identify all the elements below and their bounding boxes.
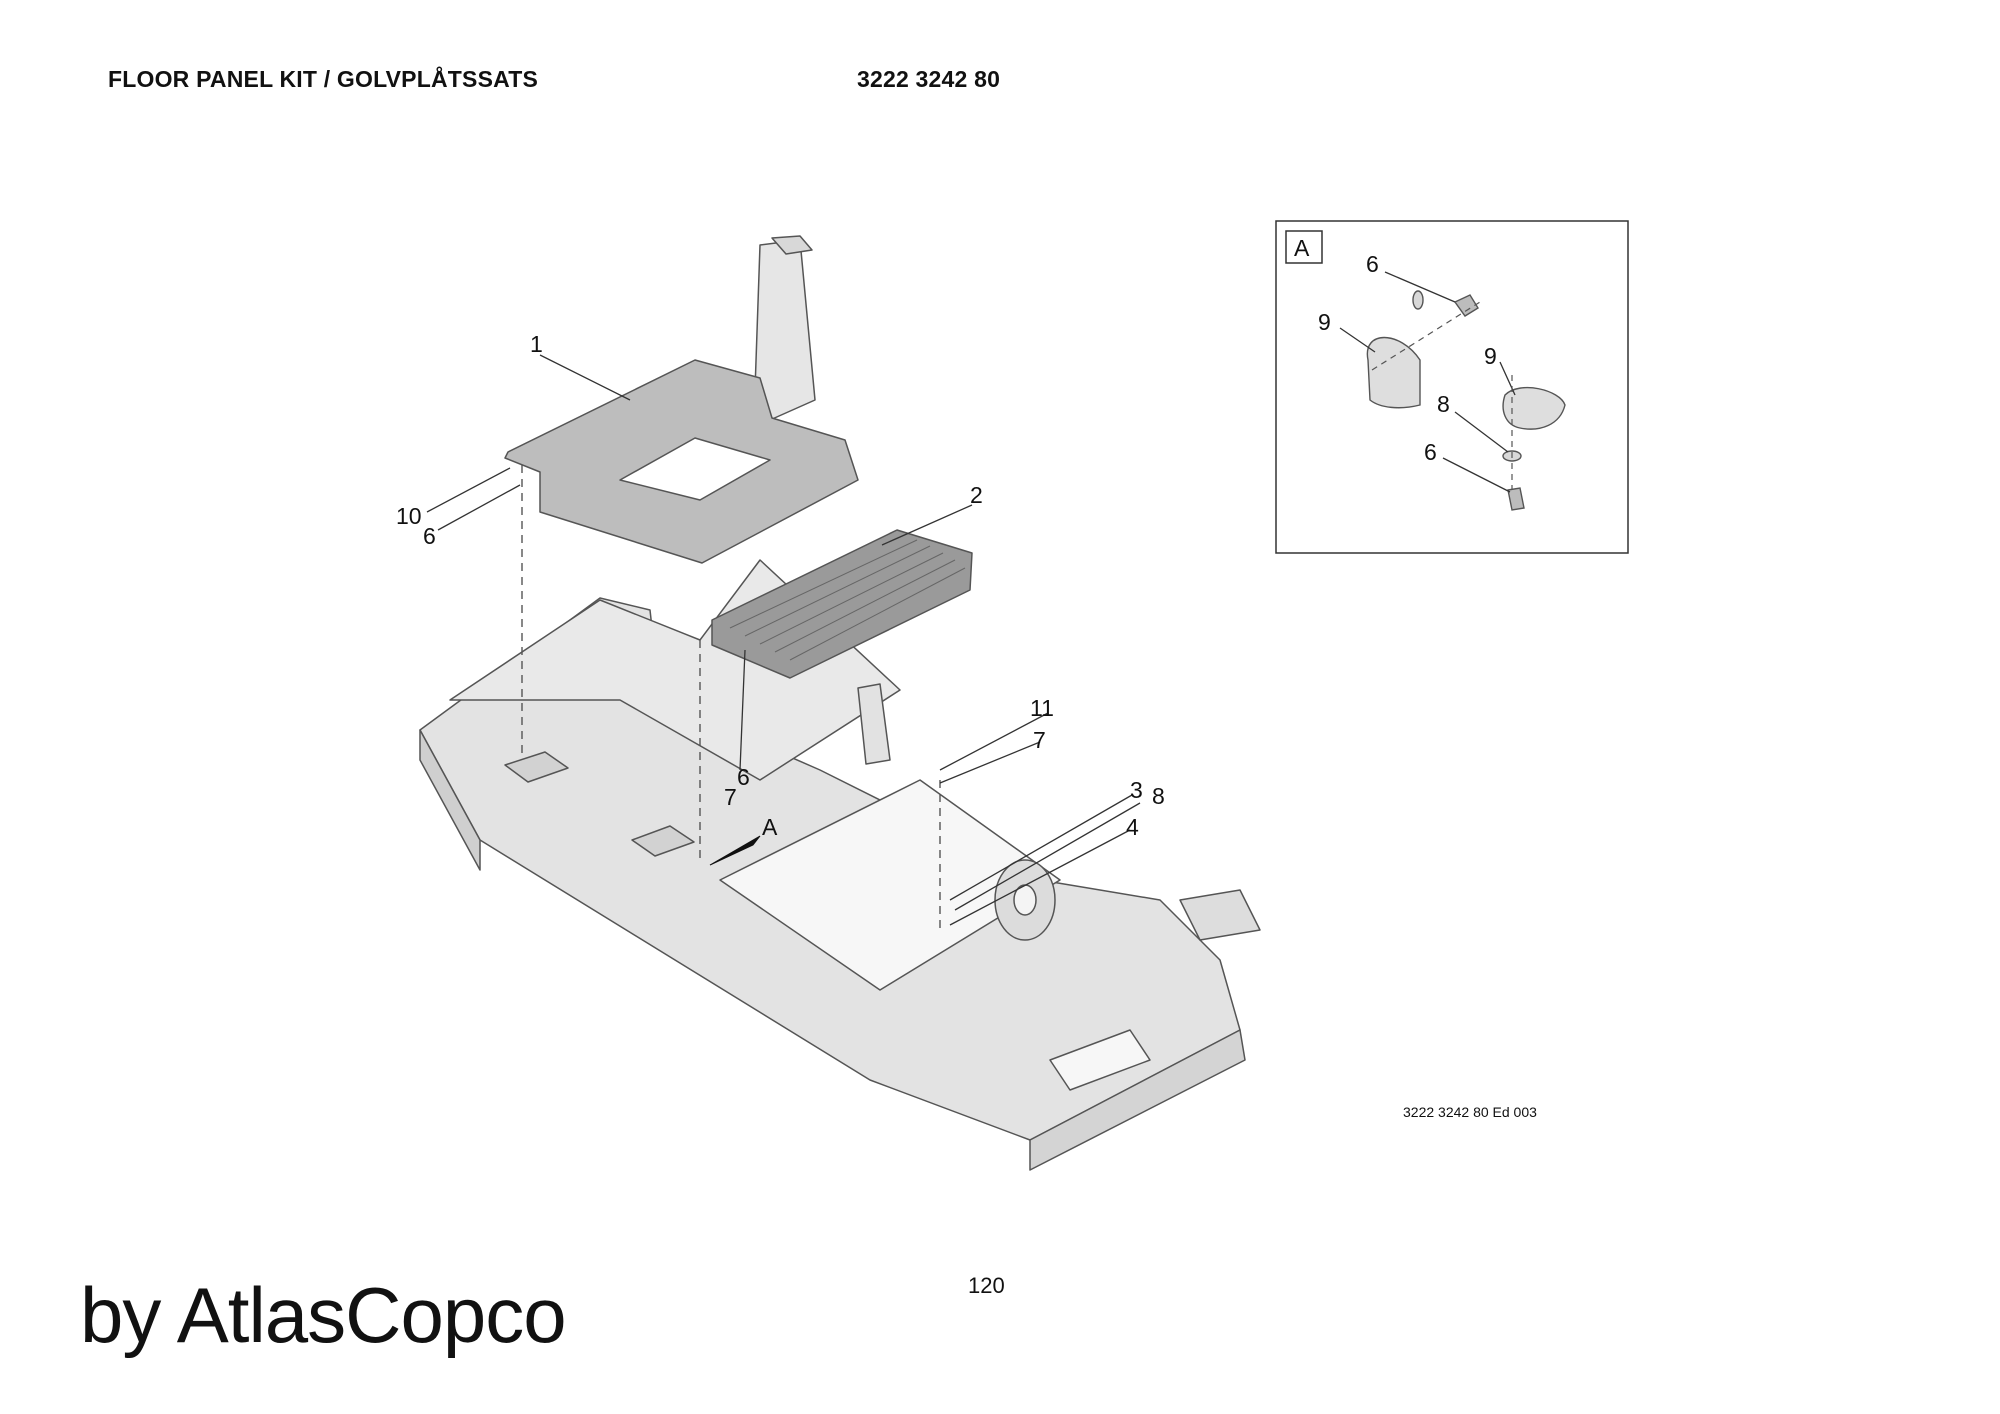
mounting-pad-center [631,825,695,857]
callout-7-right: 7 [1033,727,1046,753]
view-marker-a: A [762,814,778,840]
callout-6-upper: 6 [423,523,436,549]
detail-label-a: A [1294,235,1310,261]
floor-panel-2 [711,529,973,679]
front-post [857,683,891,765]
panel-1-opening [619,437,771,501]
washer-upper [1412,290,1424,310]
detail-callout-6-lower: 6 [1424,439,1437,465]
clamp-right [1502,386,1566,430]
callout-4: 4 [1126,814,1139,840]
inner-cutout [719,779,1061,991]
detail-callout-8: 8 [1437,391,1450,417]
bolt-upper [1453,294,1479,317]
post-cap [771,235,813,255]
detail-callout-9-left: 9 [1318,309,1331,335]
callout-6-center: 6 [737,764,750,790]
detail-callout-6-upper: 6 [1366,251,1379,277]
mounting-pad-left [504,751,569,783]
frame-front-side [1029,1029,1246,1171]
edition-label: 3222 3242 80 Ed 003 [1403,1104,1537,1120]
callout-1: 1 [530,331,543,357]
callout-2: 2 [970,482,983,508]
page-number: 120 [968,1273,1005,1298]
brand-text: by AtlasCopco [80,1271,567,1359]
frame-left-side [419,729,481,871]
clamp-left [1366,336,1421,409]
callout-3: 3 [1130,777,1143,803]
detail-callout-9-right: 9 [1484,343,1497,369]
front-lug [1179,889,1261,941]
bottom-guard [1049,1029,1151,1091]
view-arrow-a [709,835,761,866]
part-number: 3222 3242 80 [857,66,1001,92]
callout-11: 11 [1030,695,1054,721]
callout-7-center: 7 [724,784,737,810]
callout-10: 10 [396,503,422,529]
bolt-lower [1507,487,1525,511]
detail-view-a: A 6 9 9 8 6 [1275,220,1629,554]
page-title: FLOOR PANEL KIT / GOLVPLÅTSSATS [108,66,539,92]
callout-8: 8 [1152,783,1165,809]
